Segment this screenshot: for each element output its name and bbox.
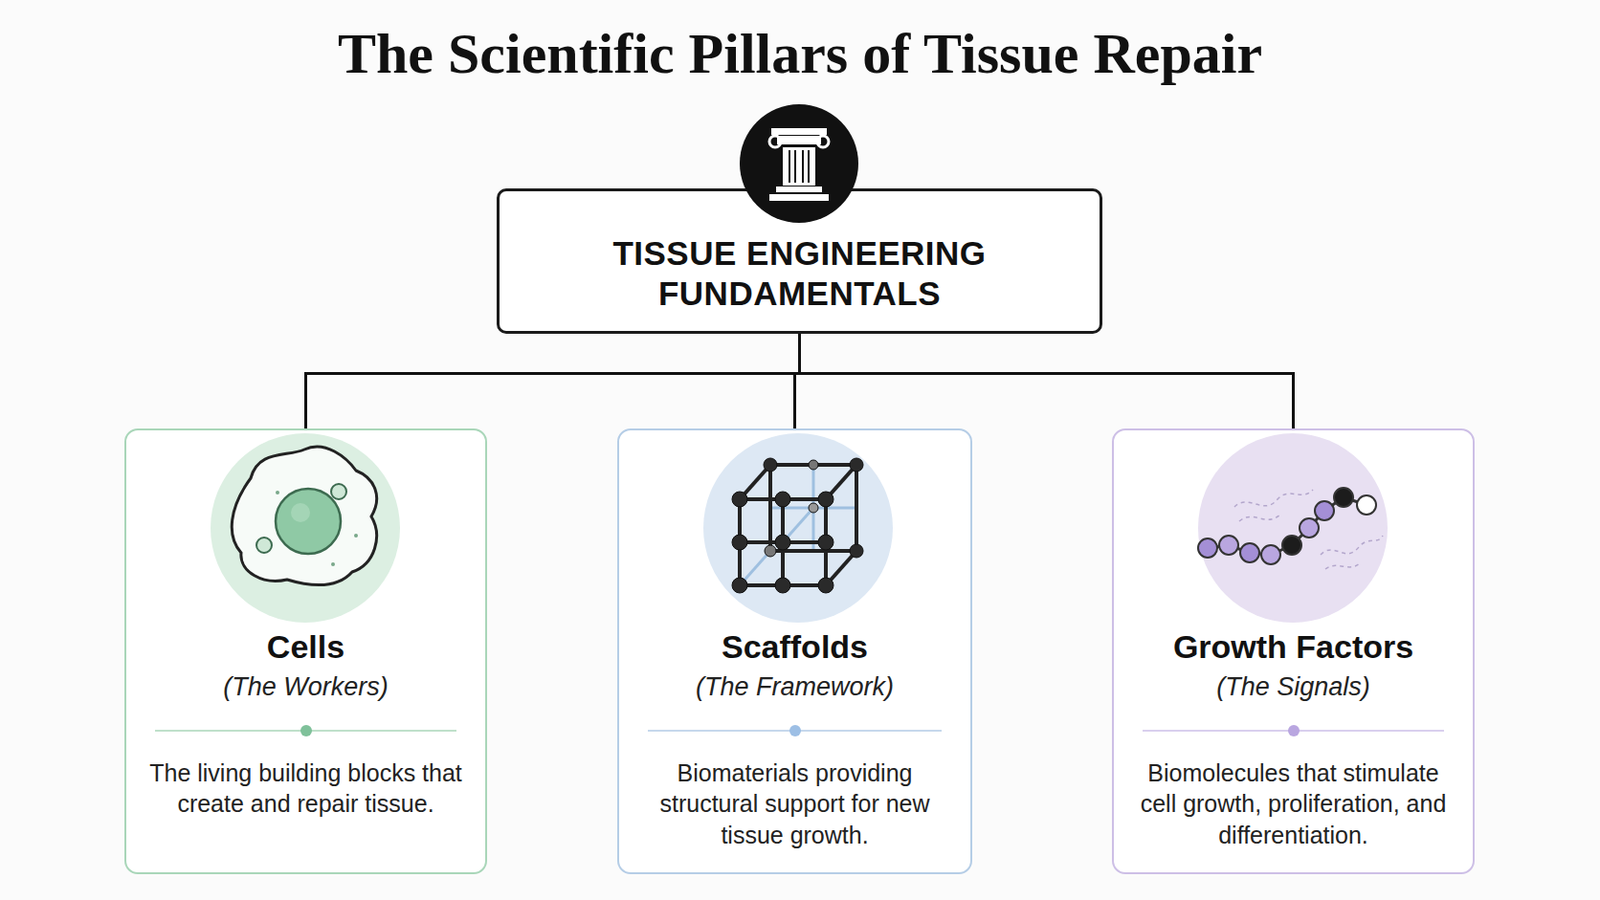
tree-connector [306, 333, 800, 429]
tree-connector [800, 333, 1294, 429]
divider-dot [1288, 725, 1300, 737]
diagram-title: The Scientific Pillars of Tissue Repair [0, 21, 1600, 88]
divider-dot [300, 725, 312, 737]
pillar-card: Cells(The Workers) The living building bl… [124, 428, 488, 875]
card-divider [155, 725, 457, 737]
card-description: Biomaterials providing structural suppor… [651, 757, 939, 852]
card-divider [647, 725, 942, 737]
pillar-card: Growth Factors(The Signals) Biomolecules … [1111, 428, 1475, 875]
root-label: TISSUE ENGINEERING FUNDAMENTALS [522, 233, 1077, 314]
card-heading: Scaffolds [721, 627, 868, 667]
card-description: Biomolecules that stimulate cell growth,… [1131, 757, 1457, 852]
scaffold-icon [703, 433, 893, 623]
pillar-card: Scaffolds(The Framework) Biomaterials pro… [617, 428, 973, 875]
pillar-icon [739, 104, 859, 223]
divider-dot [789, 725, 801, 737]
card-subtitle: (The Workers) [222, 670, 389, 705]
growth-factor-icon [1198, 433, 1388, 623]
root-box: TISSUE ENGINEERING FUNDAMENTALS [496, 188, 1103, 334]
card-description: The living building blocks that create a… [141, 757, 470, 821]
card-heading: Cells [266, 627, 345, 667]
cell-icon [210, 433, 400, 623]
card-subtitle: (The Framework) [695, 670, 894, 705]
card-divider [1142, 725, 1445, 737]
card-heading: Growth Factors [1173, 627, 1414, 667]
card-subtitle: (The Signals) [1216, 670, 1371, 705]
